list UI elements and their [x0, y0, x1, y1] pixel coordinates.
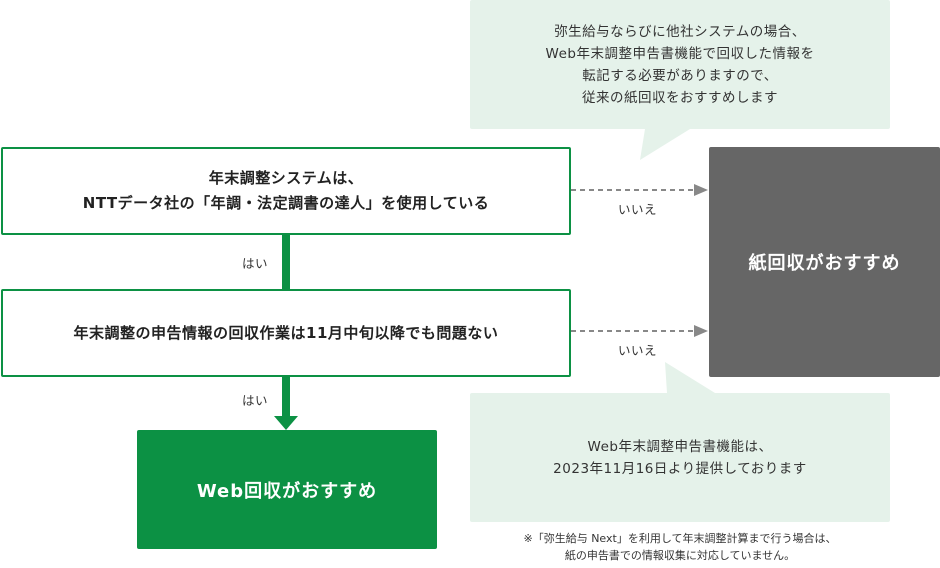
- no-arrowhead-2: [694, 325, 708, 337]
- note-top-text: 弥生給与ならびに他社システムの場合、 Web年末調整申告書機能で回収した情報を …: [545, 23, 815, 106]
- note-top-tail: [640, 129, 690, 160]
- paper-result-text: 紙回収がおすすめ: [748, 253, 901, 274]
- yes-label-2: はい: [242, 393, 269, 408]
- yes-connector-2: [282, 376, 290, 418]
- question-1-box: 年末調整システムは、 NTTデータ社の「年調・法定調書の達人」を使用している: [1, 147, 571, 235]
- no-arrowhead-1: [694, 184, 708, 196]
- no-label-2: いいえ: [618, 343, 658, 358]
- no-label-1: いいえ: [618, 202, 658, 217]
- note-top: 弥生給与ならびに他社システムの場合、 Web年末調整申告書機能で回収した情報を …: [470, 0, 890, 129]
- yes-connector-1: [282, 234, 290, 290]
- note-bottom-text: Web年末調整申告書機能は、 2023年11月16日より提供しております: [553, 438, 807, 477]
- footnote: ※「弥生給与 Next」を利用して年末調整計算まで行う場合は、 紙の申告書での情…: [523, 532, 837, 562]
- question-1-text: 年末調整システムは、 NTTデータ社の「年調・法定調書の達人」を使用している: [82, 169, 490, 212]
- web-result-text: Web回収がおすすめ: [196, 480, 378, 502]
- note-bottom-tail: [665, 362, 715, 393]
- question-2-box: 年末調整の申告情報の回収作業は11月中旬以降でも問題ない: [1, 289, 571, 377]
- note-bottom: Web年末調整申告書機能は、 2023年11月16日より提供しております: [470, 393, 890, 522]
- yes-label-1: はい: [242, 256, 269, 271]
- web-result-box: Web回収がおすすめ: [137, 430, 437, 549]
- paper-result-box: 紙回収がおすすめ: [709, 147, 940, 377]
- question-2-text: 年末調整の申告情報の回収作業は11月中旬以降でも問題ない: [73, 323, 499, 342]
- yes-arrowhead-2: [274, 416, 298, 430]
